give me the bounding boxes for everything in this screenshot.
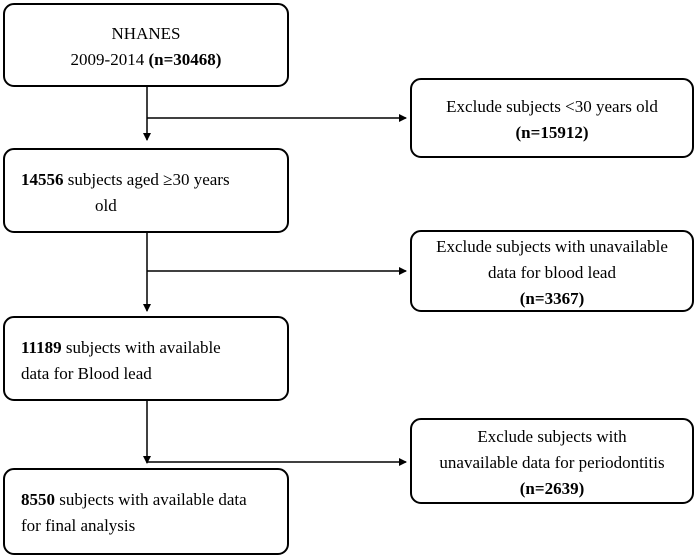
box-final-line1: 8550 subjects with available data xyxy=(21,490,247,509)
box-blood-lead-count: 11189 xyxy=(21,338,62,357)
box-nhanes-count: (n=30468) xyxy=(148,50,222,69)
box-final-line2: for final analysis xyxy=(21,516,136,535)
ex-age-count: (n=15912) xyxy=(515,123,589,142)
box-blood-lead-line1: 11189 subjects with available xyxy=(21,338,221,357)
box-aged-30-line1: 14556 subjects aged ≥30 years xyxy=(21,170,230,189)
flow-box-blood-lead: 11189 subjects with available data for B… xyxy=(3,316,289,401)
ex-perio-line2: unavailable data for periodontitis xyxy=(439,453,665,472)
box-blood-lead-line2: data for Blood lead xyxy=(21,364,152,383)
flow-box-nhanes: NHANES 2009-2014 (n=30468) xyxy=(3,3,289,87)
ex-perio-count: (n=2639) xyxy=(519,479,585,498)
box-nhanes-years: 2009-2014 (n=30468) xyxy=(70,50,222,69)
ex-blood-lead-count: (n=3367) xyxy=(519,289,585,308)
exclusion-box-periodontitis: Exclude subjects with unavailable data f… xyxy=(410,418,694,504)
ex-perio-line1: Exclude subjects with xyxy=(477,427,627,446)
flow-box-final-analysis: 8550 subjects with available data for fi… xyxy=(3,468,289,555)
ex-blood-lead-line1: Exclude subjects with unavailable xyxy=(436,237,668,256)
flow-box-aged-30: 14556 subjects aged ≥30 years old xyxy=(3,148,289,233)
box-final-count: 8550 xyxy=(21,490,55,509)
exclusion-box-blood-lead: Exclude subjects with unavailable data f… xyxy=(410,230,694,312)
box-nhanes-title: NHANES xyxy=(111,24,181,43)
ex-age-text: Exclude subjects <30 years old xyxy=(446,97,658,116)
ex-blood-lead-line2: data for blood lead xyxy=(488,263,616,282)
exclusion-box-age: Exclude subjects <30 years old (n=15912) xyxy=(410,78,694,158)
box-aged-30-line2: old xyxy=(95,196,117,215)
box-aged-30-count: 14556 xyxy=(21,170,64,189)
